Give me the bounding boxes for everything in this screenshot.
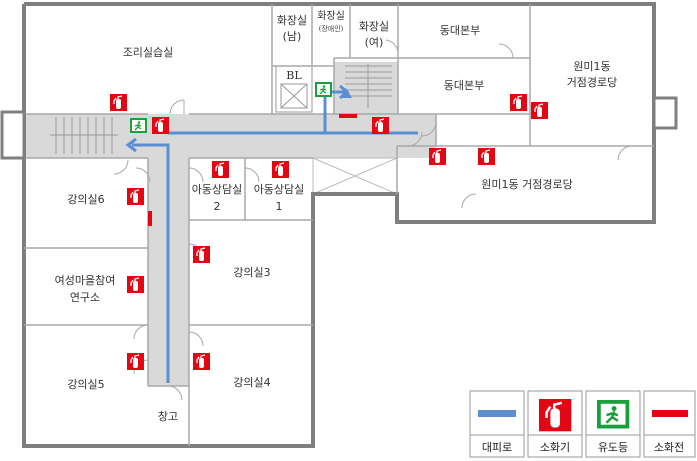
fire-extinguisher-icon: [271, 160, 290, 179]
inner-walls: [24, 4, 654, 446]
room-wonmi-a-2: 거점경로당: [567, 76, 618, 89]
doors: [113, 39, 633, 401]
legend-exit-sign-icon: [595, 398, 631, 430]
void-area: [312, 157, 398, 195]
room-restroom-f-2: (여): [365, 36, 384, 49]
legend-hydrant: 소화전: [654, 441, 684, 454]
room-child2-1: 아동상담실: [254, 183, 305, 196]
room-elevator: BL: [286, 69, 302, 82]
room-women-2: 연구소: [70, 291, 100, 304]
room-child1-1: 아동상담실: [192, 183, 243, 196]
legend-evacuation: 대피로: [482, 441, 512, 454]
room-child1-2: 2: [214, 200, 221, 213]
fire-extinguisher-icon: [428, 147, 447, 166]
legend-extinguisher: 소화기: [540, 441, 570, 454]
exit-sign-icon: [129, 117, 148, 134]
room-hq-2: 동대본부: [444, 79, 484, 92]
side-protrusions: [0, 96, 678, 160]
room-restroom-m-2: (남): [283, 30, 302, 43]
room-restroom-h-2: (장애인): [319, 24, 344, 33]
fire-extinguisher-icon: [126, 275, 145, 294]
room-lecture3: 강의실3: [233, 266, 270, 279]
room-lecture4: 강의실4: [233, 376, 270, 389]
room-wonmi-a-1: 원미1동: [573, 60, 610, 73]
room-restroom-h-1: 화장실: [317, 10, 345, 22]
legend-exit-sign: 유도등: [598, 441, 628, 454]
room-women-1: 여성마을참여: [55, 274, 116, 287]
fire-extinguisher-icon: [477, 147, 496, 166]
fire-extinguisher-icon: [126, 187, 145, 206]
room-lecture5: 강의실5: [67, 378, 104, 391]
legend-hydrant-swatch: [652, 410, 688, 417]
evacuation-arrow-up: [340, 88, 352, 98]
room-restroom-m-1: 화장실: [277, 14, 307, 27]
evacuation-route: [125, 84, 418, 383]
fire-extinguisher-icon: [151, 116, 170, 135]
fire-extinguisher-icon: [530, 101, 549, 120]
room-storage: 창고: [158, 410, 178, 423]
fire-extinguisher-icon: [371, 116, 390, 135]
legend-fire-extinguisher-icon: [537, 397, 573, 433]
room-cooking: 조리실습실: [123, 46, 174, 59]
fire-extinguisher-icon: [109, 93, 128, 112]
room-wonmi-b: 원미1동 거점경로당: [481, 178, 572, 191]
room-labels: 조리실습실 화장실 (남) 화장실 (장애인) 화장실 (여) 동대본부 동대본…: [55, 10, 618, 423]
fire-extinguisher-icon: [509, 93, 528, 112]
fire-extinguisher-icon: [192, 352, 211, 371]
fire-extinguisher-icon: [192, 245, 211, 264]
room-child2-2: 1: [276, 200, 283, 213]
stairs-icon: [50, 64, 392, 154]
fire-hydrant-icon: [148, 114, 357, 226]
fire-extinguisher-icon: [126, 352, 145, 371]
legend: 대피로 소화기 유도등 소화전: [469, 390, 696, 458]
fire-extinguisher-icon: [211, 160, 230, 179]
room-lecture6: 강의실6: [67, 193, 104, 206]
elevator-icon: [275, 65, 313, 113]
legend-route-swatch: [478, 410, 516, 417]
room-restroom-f-1: 화장실: [359, 20, 389, 33]
room-hq-1: 동대본부: [440, 24, 480, 37]
corridors: [2, 62, 436, 386]
exit-sign-icon: [314, 81, 333, 98]
